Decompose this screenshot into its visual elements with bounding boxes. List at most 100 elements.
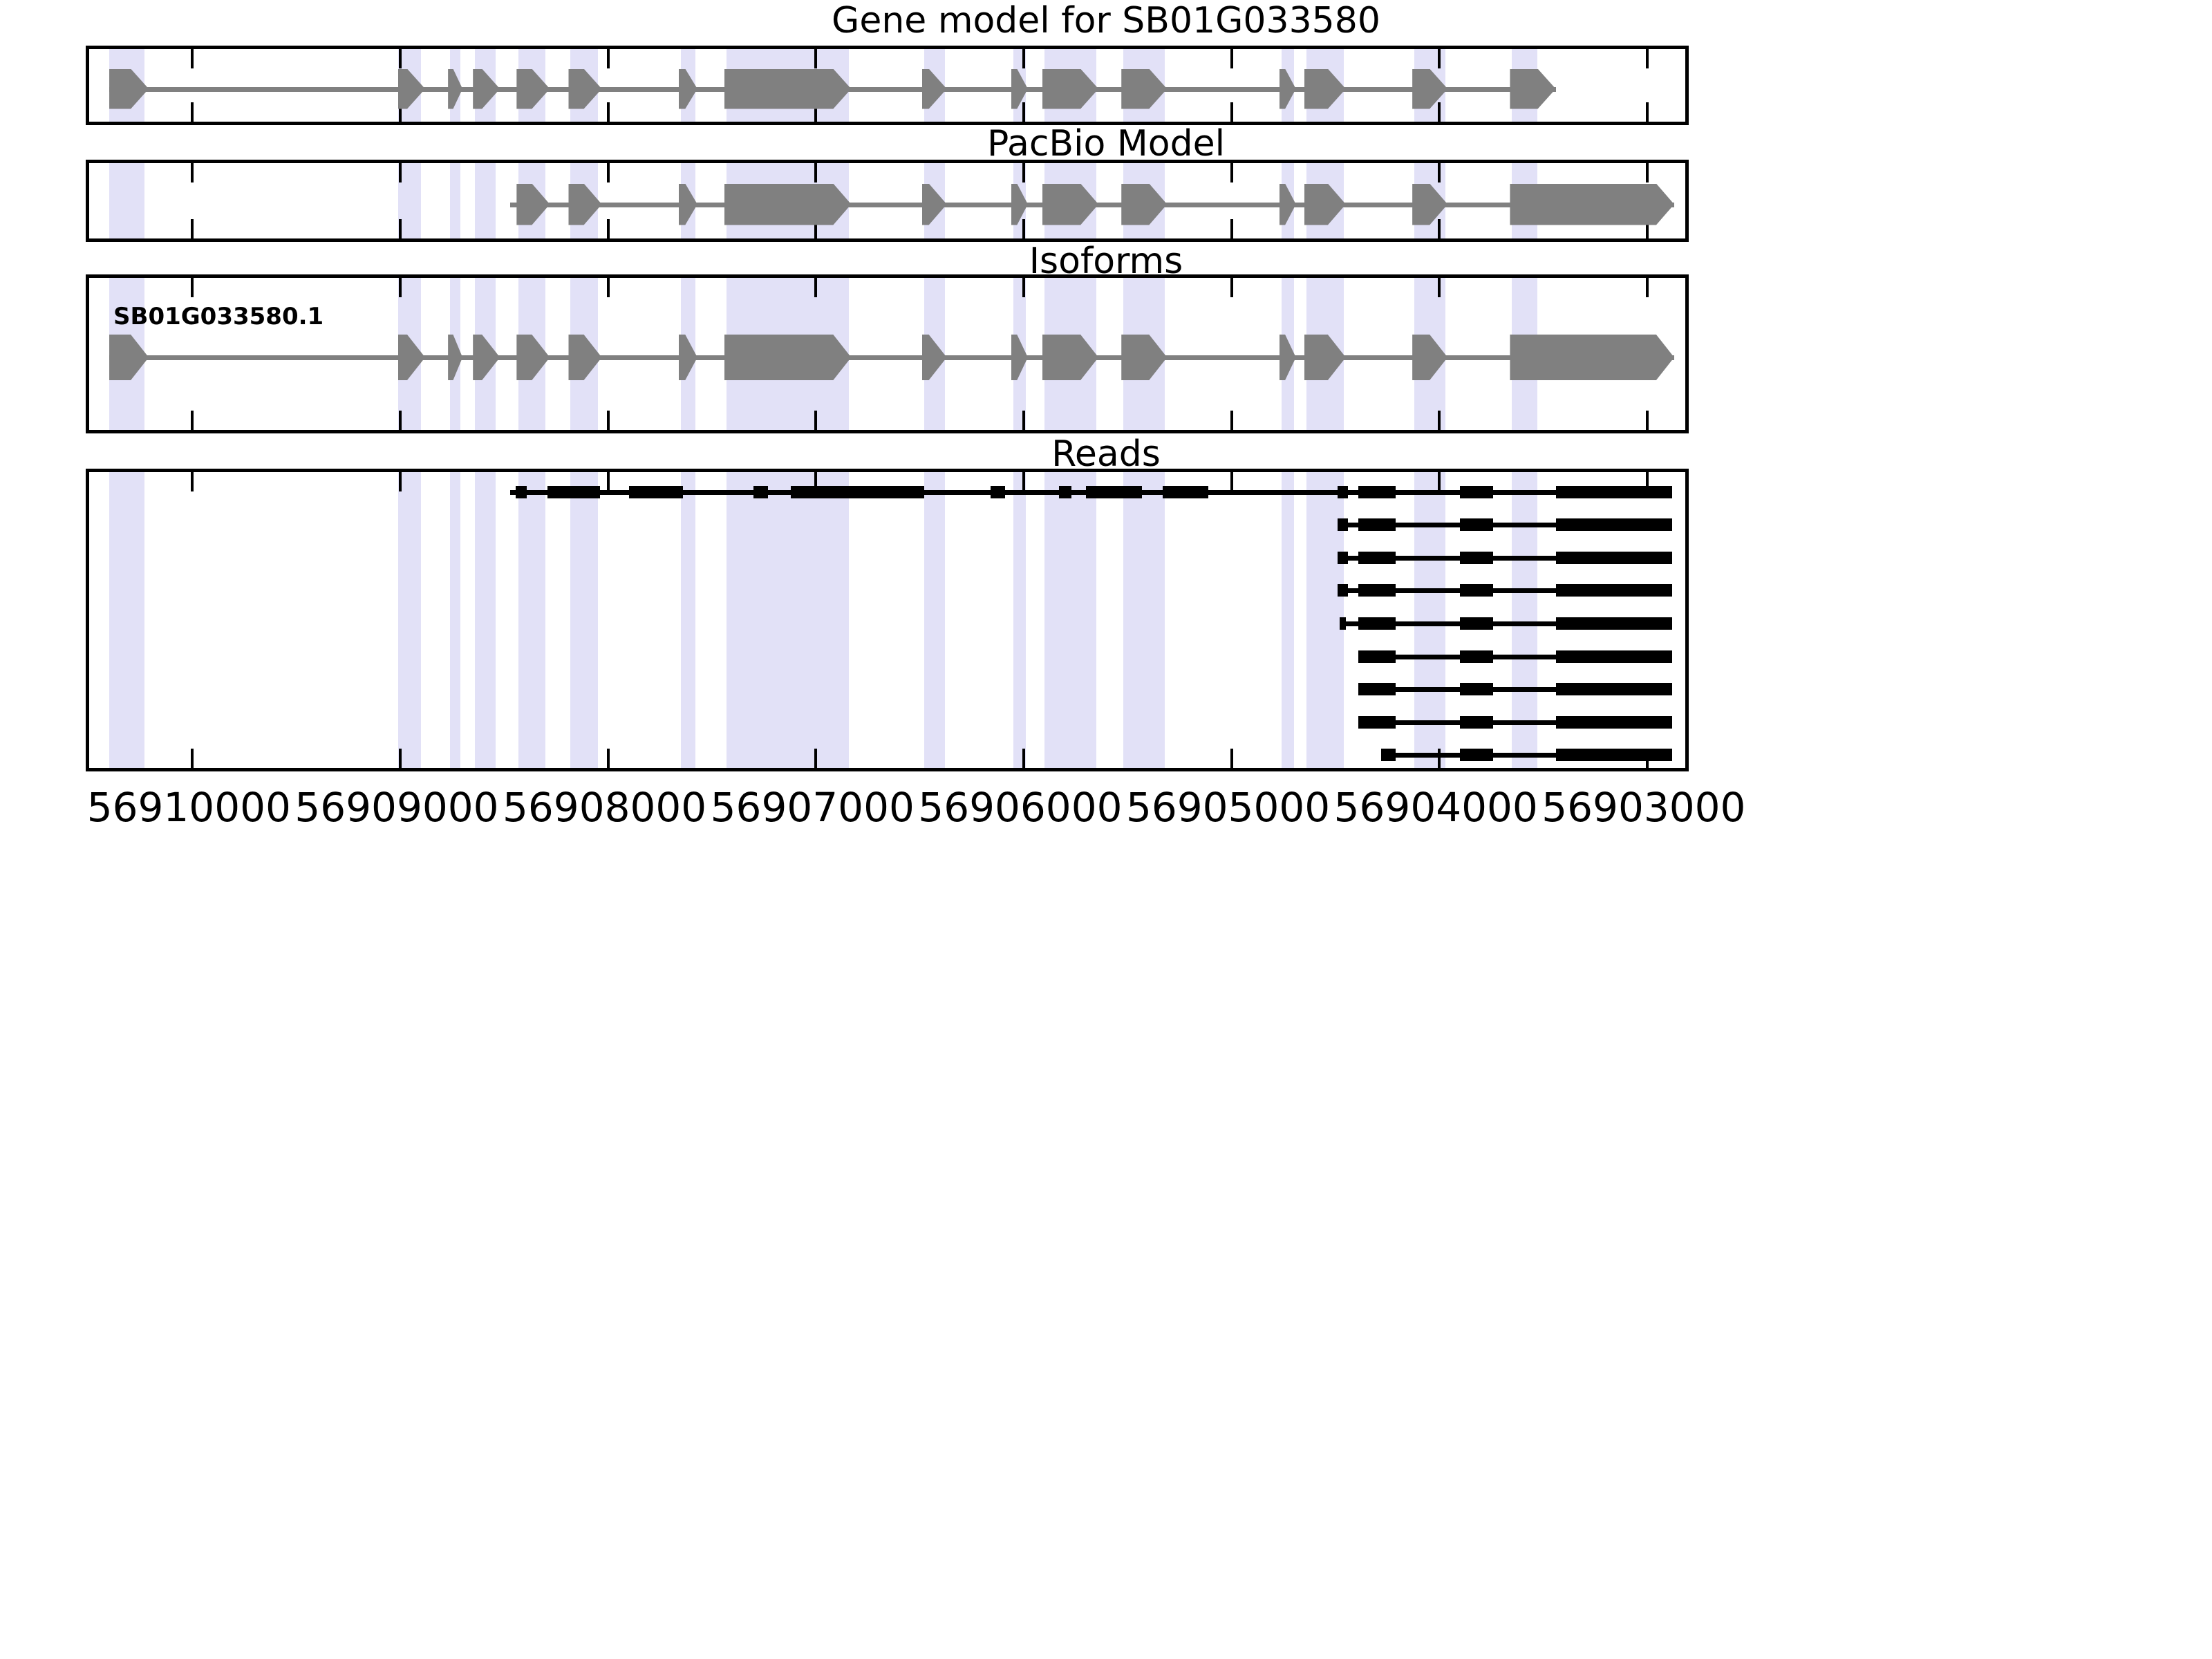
axis-tick bbox=[1438, 278, 1441, 297]
highlight-band bbox=[924, 472, 945, 768]
highlight-band bbox=[570, 472, 598, 768]
gene-exon-arrow bbox=[1510, 184, 1674, 225]
axis-tick bbox=[1022, 472, 1025, 491]
read-exon-block bbox=[1460, 683, 1494, 696]
read-exon-block bbox=[1381, 749, 1396, 762]
axis-tick bbox=[191, 411, 194, 430]
axis-tick bbox=[398, 102, 402, 122]
read-exon-block bbox=[1337, 485, 1348, 498]
axis-tick bbox=[606, 411, 610, 430]
read-exon-block bbox=[1358, 617, 1396, 630]
read-exon-block bbox=[1555, 715, 1672, 729]
axis-tick bbox=[814, 472, 818, 491]
axis-tick bbox=[606, 749, 610, 768]
read-exon-block bbox=[1555, 749, 1672, 762]
read-exon-block bbox=[1358, 551, 1396, 564]
highlight-band bbox=[397, 472, 422, 768]
axis-tick bbox=[1438, 102, 1441, 122]
axis-tick bbox=[191, 472, 194, 491]
read-exon-block bbox=[1555, 683, 1672, 696]
highlight-band bbox=[1306, 472, 1344, 768]
read-exon-block bbox=[1460, 715, 1494, 729]
axis-tick-label: 56908000 bbox=[503, 784, 707, 831]
axis-tick bbox=[606, 219, 610, 238]
axis-tick bbox=[1230, 163, 1233, 182]
read-exon-block bbox=[1460, 584, 1494, 597]
gene-exon-arrow bbox=[1510, 69, 1555, 109]
read-exon-block bbox=[1337, 551, 1348, 564]
axis-tick bbox=[1230, 49, 1233, 68]
axis-tick bbox=[398, 49, 402, 68]
read-exon-block bbox=[1555, 584, 1672, 597]
axis-tick bbox=[1230, 102, 1233, 122]
highlight-band bbox=[680, 472, 695, 768]
isoforms-panel: SB01G033580.1 bbox=[86, 274, 1689, 433]
gene-exon-arrow bbox=[398, 335, 425, 380]
read-exon-block bbox=[547, 485, 600, 498]
read-exon-block bbox=[1059, 485, 1072, 498]
axis-tick bbox=[398, 411, 402, 430]
panel-title-reads: Reads bbox=[1051, 433, 1161, 475]
axis-tick bbox=[1022, 102, 1025, 122]
axis-tick bbox=[1022, 278, 1025, 297]
axis-tick bbox=[1645, 219, 1649, 238]
read-exon-block bbox=[1337, 584, 1348, 597]
read-exon-block bbox=[1339, 617, 1346, 630]
read-exon-block bbox=[1460, 551, 1494, 564]
highlight-band bbox=[109, 163, 145, 238]
isoform-label: SB01G033580.1 bbox=[113, 303, 324, 330]
axis-tick bbox=[1230, 749, 1233, 768]
read-exon-block bbox=[1555, 617, 1672, 630]
highlight-band bbox=[1414, 472, 1446, 768]
axis-tick bbox=[814, 749, 818, 768]
highlight-band bbox=[1281, 472, 1294, 768]
axis-tick-label: 56907000 bbox=[710, 784, 915, 831]
axis-tick bbox=[1645, 472, 1649, 491]
axis-tick bbox=[1438, 219, 1441, 238]
axis-tick bbox=[191, 102, 194, 122]
pacbio-model-panel bbox=[86, 160, 1689, 242]
gene-exon-arrow bbox=[724, 69, 851, 109]
axis-tick-label: 56905000 bbox=[1125, 784, 1331, 831]
highlight-band bbox=[475, 163, 496, 238]
highlight-band bbox=[109, 472, 145, 768]
highlight-band bbox=[475, 472, 496, 768]
axis-tick bbox=[1022, 219, 1025, 238]
gene-exon-arrow bbox=[1510, 335, 1674, 380]
read-exon-block bbox=[1358, 650, 1396, 663]
gene-exon-arrow bbox=[473, 69, 500, 109]
axis-tick bbox=[191, 749, 194, 768]
read-intron-line bbox=[1337, 555, 1672, 561]
highlight-band bbox=[1512, 472, 1537, 768]
read-exon-block bbox=[1460, 485, 1494, 498]
axis-tick bbox=[814, 219, 818, 238]
axis-tick bbox=[398, 219, 402, 238]
axis-tick bbox=[1022, 749, 1025, 768]
axis-tick bbox=[1022, 411, 1025, 430]
highlight-band bbox=[450, 163, 461, 238]
gene-exon-arrow bbox=[473, 335, 500, 380]
read-intron-line bbox=[1358, 720, 1672, 725]
axis-tick bbox=[606, 49, 610, 68]
read-exon-block bbox=[753, 485, 769, 498]
axis-tick bbox=[1645, 163, 1649, 182]
highlight-band bbox=[1013, 472, 1026, 768]
read-exon-block bbox=[628, 485, 683, 498]
axis-tick bbox=[1438, 163, 1441, 182]
axis-tick bbox=[814, 278, 818, 297]
axis-tick bbox=[1230, 472, 1233, 491]
read-exon-block bbox=[1163, 485, 1209, 498]
axis-tick-label: 56906000 bbox=[918, 784, 1123, 831]
axis-tick bbox=[191, 49, 194, 68]
axis-tick bbox=[191, 219, 194, 238]
read-exon-block bbox=[1358, 518, 1396, 532]
axis-tick bbox=[814, 49, 818, 68]
panel-title-pacbio-model: PacBio Model bbox=[986, 123, 1226, 165]
read-intron-line bbox=[1337, 523, 1672, 528]
axis-tick bbox=[1438, 411, 1441, 430]
axis-tick bbox=[398, 472, 402, 491]
axis-tick-label: 56904000 bbox=[1333, 784, 1538, 831]
read-exon-block bbox=[1460, 617, 1494, 630]
